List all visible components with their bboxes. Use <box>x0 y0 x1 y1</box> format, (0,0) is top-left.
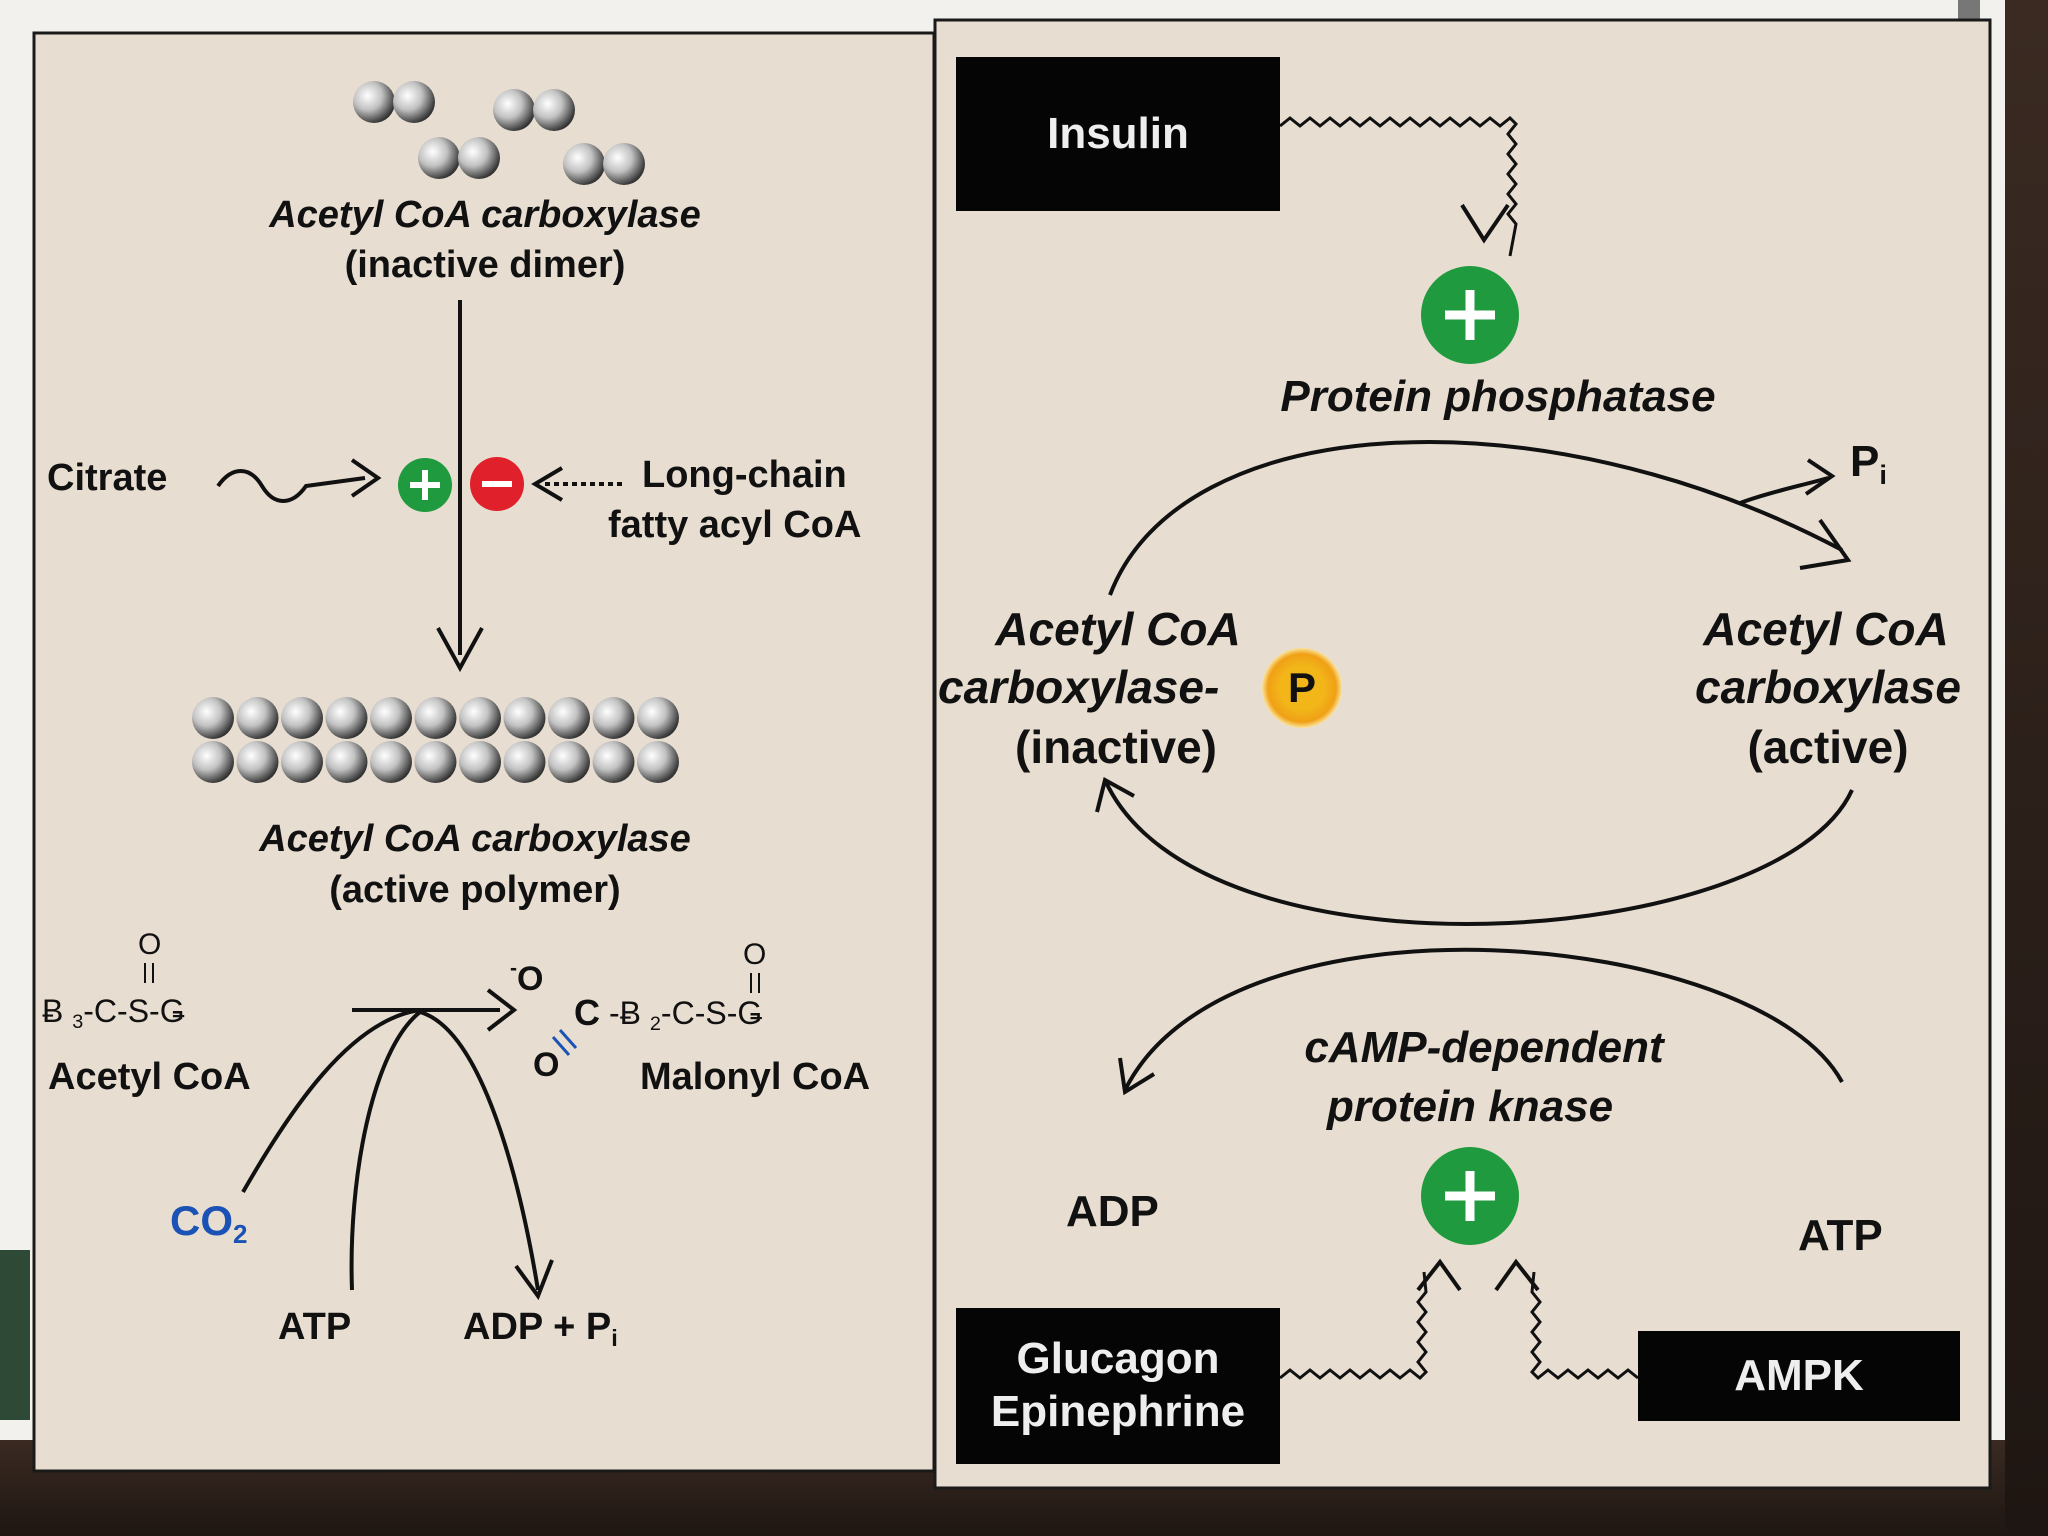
polymer-subunit <box>325 741 368 783</box>
long-chain-label: Long-chain <box>642 454 847 496</box>
polymer-subunit <box>637 697 679 739</box>
acetyl-coa-structure <box>144 963 154 983</box>
polymer-subunit <box>281 741 323 783</box>
polymer-subunit <box>459 697 501 739</box>
top-right-mark <box>1958 0 1980 20</box>
atp-to-adp-curve <box>1123 947 1844 1091</box>
glucagon-text: Glucagon <box>1016 1334 1220 1384</box>
kinase-label-line2: protein knase <box>1326 1082 1614 1131</box>
inactive-dimer-state: (inactive dimer) <box>344 244 626 286</box>
carboxyl-bond <box>551 1029 578 1056</box>
polymer-subunit <box>192 697 234 739</box>
phospho-badge-icon <box>1262 648 1342 728</box>
co2-label: CO2 <box>170 1197 248 1249</box>
acetyl-coa-formula: Ƀ 3-C-S-Ǥ <box>42 993 185 1033</box>
acetyl-carbonyl-o: O <box>138 928 162 961</box>
malonyl-coa-label: Malonyl CoA <box>640 1056 871 1098</box>
inactive-enzyme-state: (inactive) <box>1015 721 1217 773</box>
insulin-box: Insulin <box>956 57 1280 211</box>
inactive-enzyme-line1: Acetyl CoA <box>995 603 1241 655</box>
atp-input-label: ATP <box>278 1306 352 1348</box>
epinephrine-text: Epinephrine <box>990 1387 1246 1436</box>
polymer-subunit <box>503 741 546 783</box>
dimer-subunit <box>493 89 535 131</box>
pi-label: Pi <box>1850 437 1887 491</box>
citrate-label: Citrate <box>47 457 168 499</box>
glucagon-zigzag <box>1279 1271 1429 1381</box>
polymer-subunit <box>370 697 412 739</box>
protein-phosphatase-label: Protein phosphatase <box>1280 372 1716 421</box>
atp-input-curve <box>349 1010 422 1291</box>
polymer-subunit <box>370 741 412 783</box>
polymer-subunit <box>503 697 546 739</box>
malonyl-coa-formula: -Ƀ 2-C-S-Ǥ <box>609 995 763 1035</box>
inactive-dimer-name: Acetyl CoA carboxylase <box>269 194 701 236</box>
acetyl-coa-label: Acetyl CoA <box>48 1056 251 1098</box>
malonyl-coa-structure <box>750 973 760 993</box>
polymer-subunit <box>236 697 279 739</box>
active-enzyme-line1: Acetyl CoA <box>1703 603 1949 655</box>
polymer-subunit <box>592 741 635 783</box>
polymer-subunit <box>236 741 279 783</box>
polymer-subunit <box>414 697 457 739</box>
ampk-zigzag <box>1529 1271 1639 1381</box>
polymer-subunit <box>414 741 457 783</box>
active-polymer-name: Acetyl CoA carboxylase <box>259 818 691 860</box>
dimer-subunit <box>458 137 500 179</box>
polymer-subunit <box>637 741 679 783</box>
inactive-enzyme-line2: carboxylase- <box>938 661 1220 713</box>
inactive-dimer-group <box>353 81 645 185</box>
dimer-subunit <box>533 89 575 131</box>
pi-release-curve <box>1739 476 1829 505</box>
polymer-subunit <box>459 741 501 783</box>
malonyl-carbonyl-o: O <box>743 938 767 971</box>
phospho-badge-label: P <box>1287 664 1317 711</box>
kinase-label-line1: cAMP-dependent <box>1304 1023 1664 1072</box>
inhibition-arrowhead <box>531 466 564 502</box>
active-polymer-state: (active polymer) <box>329 869 621 911</box>
carboxylate-o-minus: -O <box>510 957 544 998</box>
ampk-box: AMPK <box>1638 1331 1960 1421</box>
adp-label: ADP <box>1066 1187 1159 1236</box>
adp-pi-label: ADP + Pi <box>463 1306 618 1352</box>
dimer-subunit <box>393 81 435 123</box>
green-side-bar <box>0 1250 30 1420</box>
wall-right <box>2005 0 2048 1536</box>
polymer-subunit <box>325 697 368 739</box>
atp-label: ATP <box>1798 1211 1883 1260</box>
carboxyl-o: O <box>533 1046 560 1084</box>
active-enzyme-state: (active) <box>1747 721 1909 773</box>
polymer-subunit <box>548 697 590 739</box>
polymer-subunit <box>592 697 635 739</box>
fatty-acyl-coa-label: fatty acyl CoA <box>608 504 862 546</box>
polymer-subunit <box>192 741 234 783</box>
dephosphorylation-arc <box>1108 439 1843 596</box>
active-enzyme-line2: carboxylase <box>1695 661 1961 713</box>
dimer-subunit <box>353 81 395 123</box>
co2-input-curve <box>241 1008 421 1193</box>
dimer-subunit <box>563 143 605 185</box>
phosphorylation-arc <box>1103 779 1854 926</box>
polymer-subunit <box>548 741 590 783</box>
dimer-subunit <box>603 143 645 185</box>
adp-output-curve <box>419 1010 540 1291</box>
carboxyl-carbon: C <box>574 992 600 1033</box>
polymer-subunit <box>281 697 323 739</box>
glucagon-epinephrine-box: Glucagon Epinephrine <box>956 1308 1280 1464</box>
citrate-arrow <box>216 469 366 503</box>
dimer-subunit <box>418 137 460 179</box>
insulin-zigzag <box>1279 115 1519 257</box>
active-polymer-group <box>192 697 679 783</box>
